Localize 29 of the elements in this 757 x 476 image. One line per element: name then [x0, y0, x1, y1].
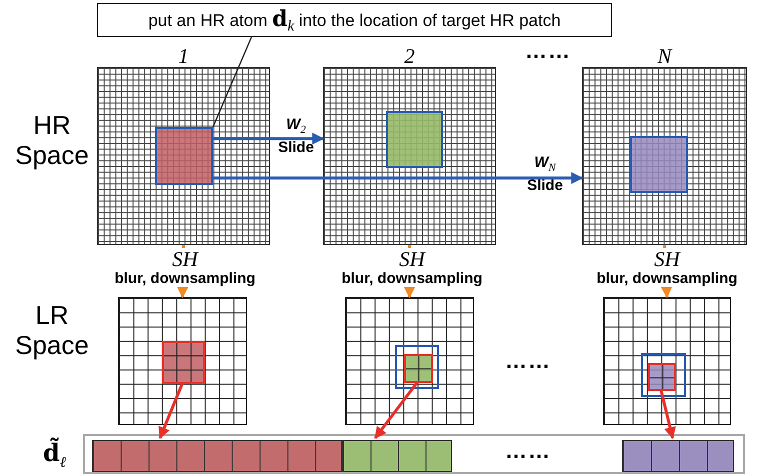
patch-square: [155, 127, 213, 185]
vector-segment: [622, 440, 734, 472]
image-number: N: [656, 45, 674, 67]
patch-square: [162, 341, 205, 384]
callout-box: put an HR atom d$_{k}$ into the location of target HR patch: [97, 3, 612, 37]
row-label: HR Space: [14, 110, 90, 170]
vector-segment: [92, 440, 342, 472]
vector-bar: [83, 434, 745, 474]
arrow: [213, 132, 324, 145]
ellipsis: ……: [525, 38, 571, 64]
image-number: 2: [403, 45, 416, 67]
arrow: [158, 382, 184, 440]
pixel-grid: [345, 297, 474, 425]
pixel-grid: [603, 297, 731, 425]
pixel-grid: [118, 297, 247, 425]
arrow: [213, 172, 584, 184]
patch-square: [404, 354, 433, 383]
leader-line: [212, 36, 252, 128]
row-label: LR Space: [14, 300, 90, 360]
ellipsis: ……: [505, 348, 551, 374]
patch-square: [386, 111, 443, 168]
image-number: 1: [177, 45, 190, 67]
vector-segment: [342, 440, 452, 472]
ellipsis: ……: [505, 438, 551, 464]
vector-symbol: d̃$_{ℓ}$: [43, 436, 66, 473]
arrow: [374, 381, 419, 439]
patch-square: [630, 136, 688, 193]
patch-square: [648, 363, 676, 391]
arrow: [660, 390, 676, 440]
